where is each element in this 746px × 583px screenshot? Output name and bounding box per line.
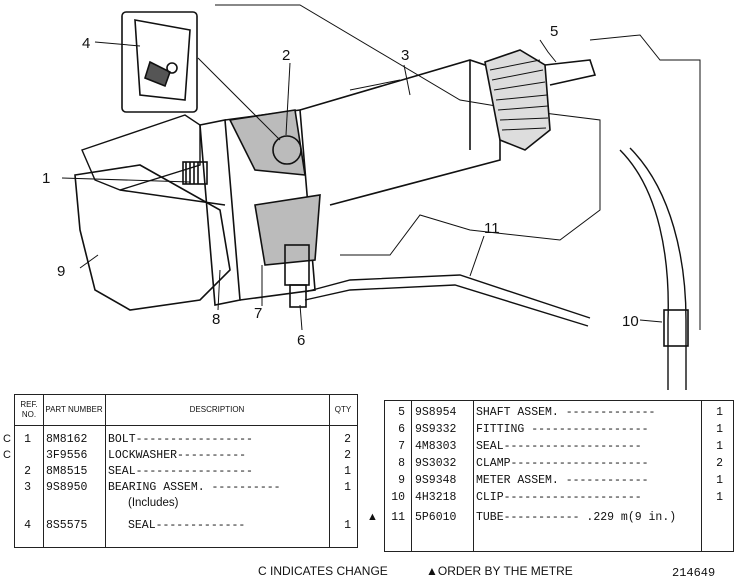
order-by-metre-mark: ▲ xyxy=(367,511,378,523)
ref-no: 3 xyxy=(24,481,31,494)
parts-table-left: REF. NO. PART NUMBER DESCRIPTION QTY C 1… xyxy=(3,394,358,548)
part-number: 9S3032 xyxy=(415,457,457,470)
qty: 1 xyxy=(344,481,351,494)
callout-10: 10 xyxy=(622,313,639,330)
part-number: 8S5575 xyxy=(46,519,88,532)
header-ref-no: REF. NO. xyxy=(15,395,43,426)
header-description: DESCRIPTION xyxy=(105,395,329,426)
callout-1: 1 xyxy=(42,170,50,187)
table-row: C 1 8M8162 BOLT----------------- 2 xyxy=(3,433,357,448)
description: SHAFT ASSEM. ------------- xyxy=(476,406,656,419)
change-code: C xyxy=(3,449,11,461)
figure-number: 214649 xyxy=(672,566,716,580)
part-number: 9S8954 xyxy=(415,406,457,419)
qty: 1 xyxy=(716,406,723,419)
ref-no: 11 xyxy=(391,511,405,524)
description: TUBE----------- .229 m(9 in.) xyxy=(476,511,677,524)
ref-no: 10 xyxy=(391,491,405,504)
description: CLAMP-------------------- xyxy=(476,457,649,470)
description: SEAL----------------- xyxy=(108,465,253,478)
description: BEARING ASSEM. ---------- xyxy=(108,481,281,494)
part-number: 9S9348 xyxy=(415,474,457,487)
part-number: 9S9332 xyxy=(415,423,457,436)
qty: 1 xyxy=(716,474,723,487)
description: METER ASSEM. ------------ xyxy=(476,474,649,487)
table-row: 5 9S8954 SHAFT ASSEM. ------------- 1 xyxy=(385,406,733,421)
qty: 2 xyxy=(344,433,351,446)
description: CLIP-------------------- xyxy=(476,491,642,504)
qty: 1 xyxy=(716,440,723,453)
part-number: 5P6010 xyxy=(415,511,457,524)
callout-5: 5 xyxy=(550,23,558,40)
description: BOLT----------------- xyxy=(108,433,253,446)
ref-no: 1 xyxy=(24,433,31,446)
table-row: 2 8M8515 SEAL----------------- 1 xyxy=(15,465,357,480)
change-code: C xyxy=(3,433,11,445)
ref-no: 9 xyxy=(398,474,405,487)
qty: 2 xyxy=(716,457,723,470)
table-row: 8 9S3032 CLAMP-------------------- 2 xyxy=(385,457,733,472)
callout-3: 3 xyxy=(401,47,409,64)
part-number: 8M8515 xyxy=(46,465,88,478)
part-number: 9S8950 xyxy=(46,481,88,494)
description: (Includes) xyxy=(128,497,179,509)
callout-11: 11 xyxy=(484,220,500,237)
part-number: 4H3218 xyxy=(415,491,457,504)
table-row: 6 9S9332 FITTING ----------------- 1 xyxy=(385,423,733,438)
callout-4: 4 xyxy=(82,35,90,52)
table-row: 10 4H3218 CLIP-------------------- 1 xyxy=(385,491,733,506)
part-number: 4M8303 xyxy=(415,440,457,453)
order-by-metre-note: ▲ORDER BY THE METRE xyxy=(426,564,573,578)
ref-no: 7 xyxy=(398,440,405,453)
part-number: 3F9556 xyxy=(46,449,88,462)
ref-no: 2 xyxy=(24,465,31,478)
qty: 1 xyxy=(344,519,351,532)
description: FITTING ----------------- xyxy=(476,423,649,436)
qty: 1 xyxy=(716,423,723,436)
callout-7: 7 xyxy=(254,305,262,322)
ref-no: 8 xyxy=(398,457,405,470)
ref-no: 6 xyxy=(398,423,405,436)
table-row: 4 8S5575 SEAL------------- 1 xyxy=(15,519,357,534)
table-row: 7 4M8303 SEAL-------------------- 1 xyxy=(385,440,733,455)
qty: 1 xyxy=(716,491,723,504)
description: SEAL-------------------- xyxy=(476,440,642,453)
parts-exploded-drawing: 1 2 3 4 5 6 7 8 9 10 11 xyxy=(42,4,701,390)
qty: 1 xyxy=(344,465,351,478)
change-indicator-note: C INDICATES CHANGE xyxy=(258,564,388,578)
table-row: 3 9S8950 BEARING ASSEM. ---------- 1 xyxy=(15,481,357,496)
callout-9: 9 xyxy=(57,263,65,280)
table-row: ▲ 11 5P6010 TUBE----------- .229 m(9 in.… xyxy=(367,511,733,526)
description: LOCKWASHER---------- xyxy=(108,449,247,462)
table-row: 9 9S9348 METER ASSEM. ------------ 1 xyxy=(385,474,733,489)
table-row: (Includes) xyxy=(15,497,357,512)
header-qty: QTY xyxy=(329,395,357,426)
ref-no: 5 xyxy=(398,406,405,419)
description: SEAL------------- xyxy=(128,519,246,532)
qty: 2 xyxy=(344,449,351,462)
ref-no: 4 xyxy=(24,519,31,532)
callout-8: 8 xyxy=(212,311,220,328)
parts-table-right: 5 9S8954 SHAFT ASSEM. ------------- 1 6 … xyxy=(367,400,734,552)
callout-2: 2 xyxy=(282,47,290,64)
callout-6: 6 xyxy=(297,332,305,349)
table-row: C 3F9556 LOCKWASHER---------- 2 xyxy=(3,449,357,464)
part-number: 8M8162 xyxy=(46,433,88,446)
header-part-number: PART NUMBER xyxy=(43,395,105,426)
